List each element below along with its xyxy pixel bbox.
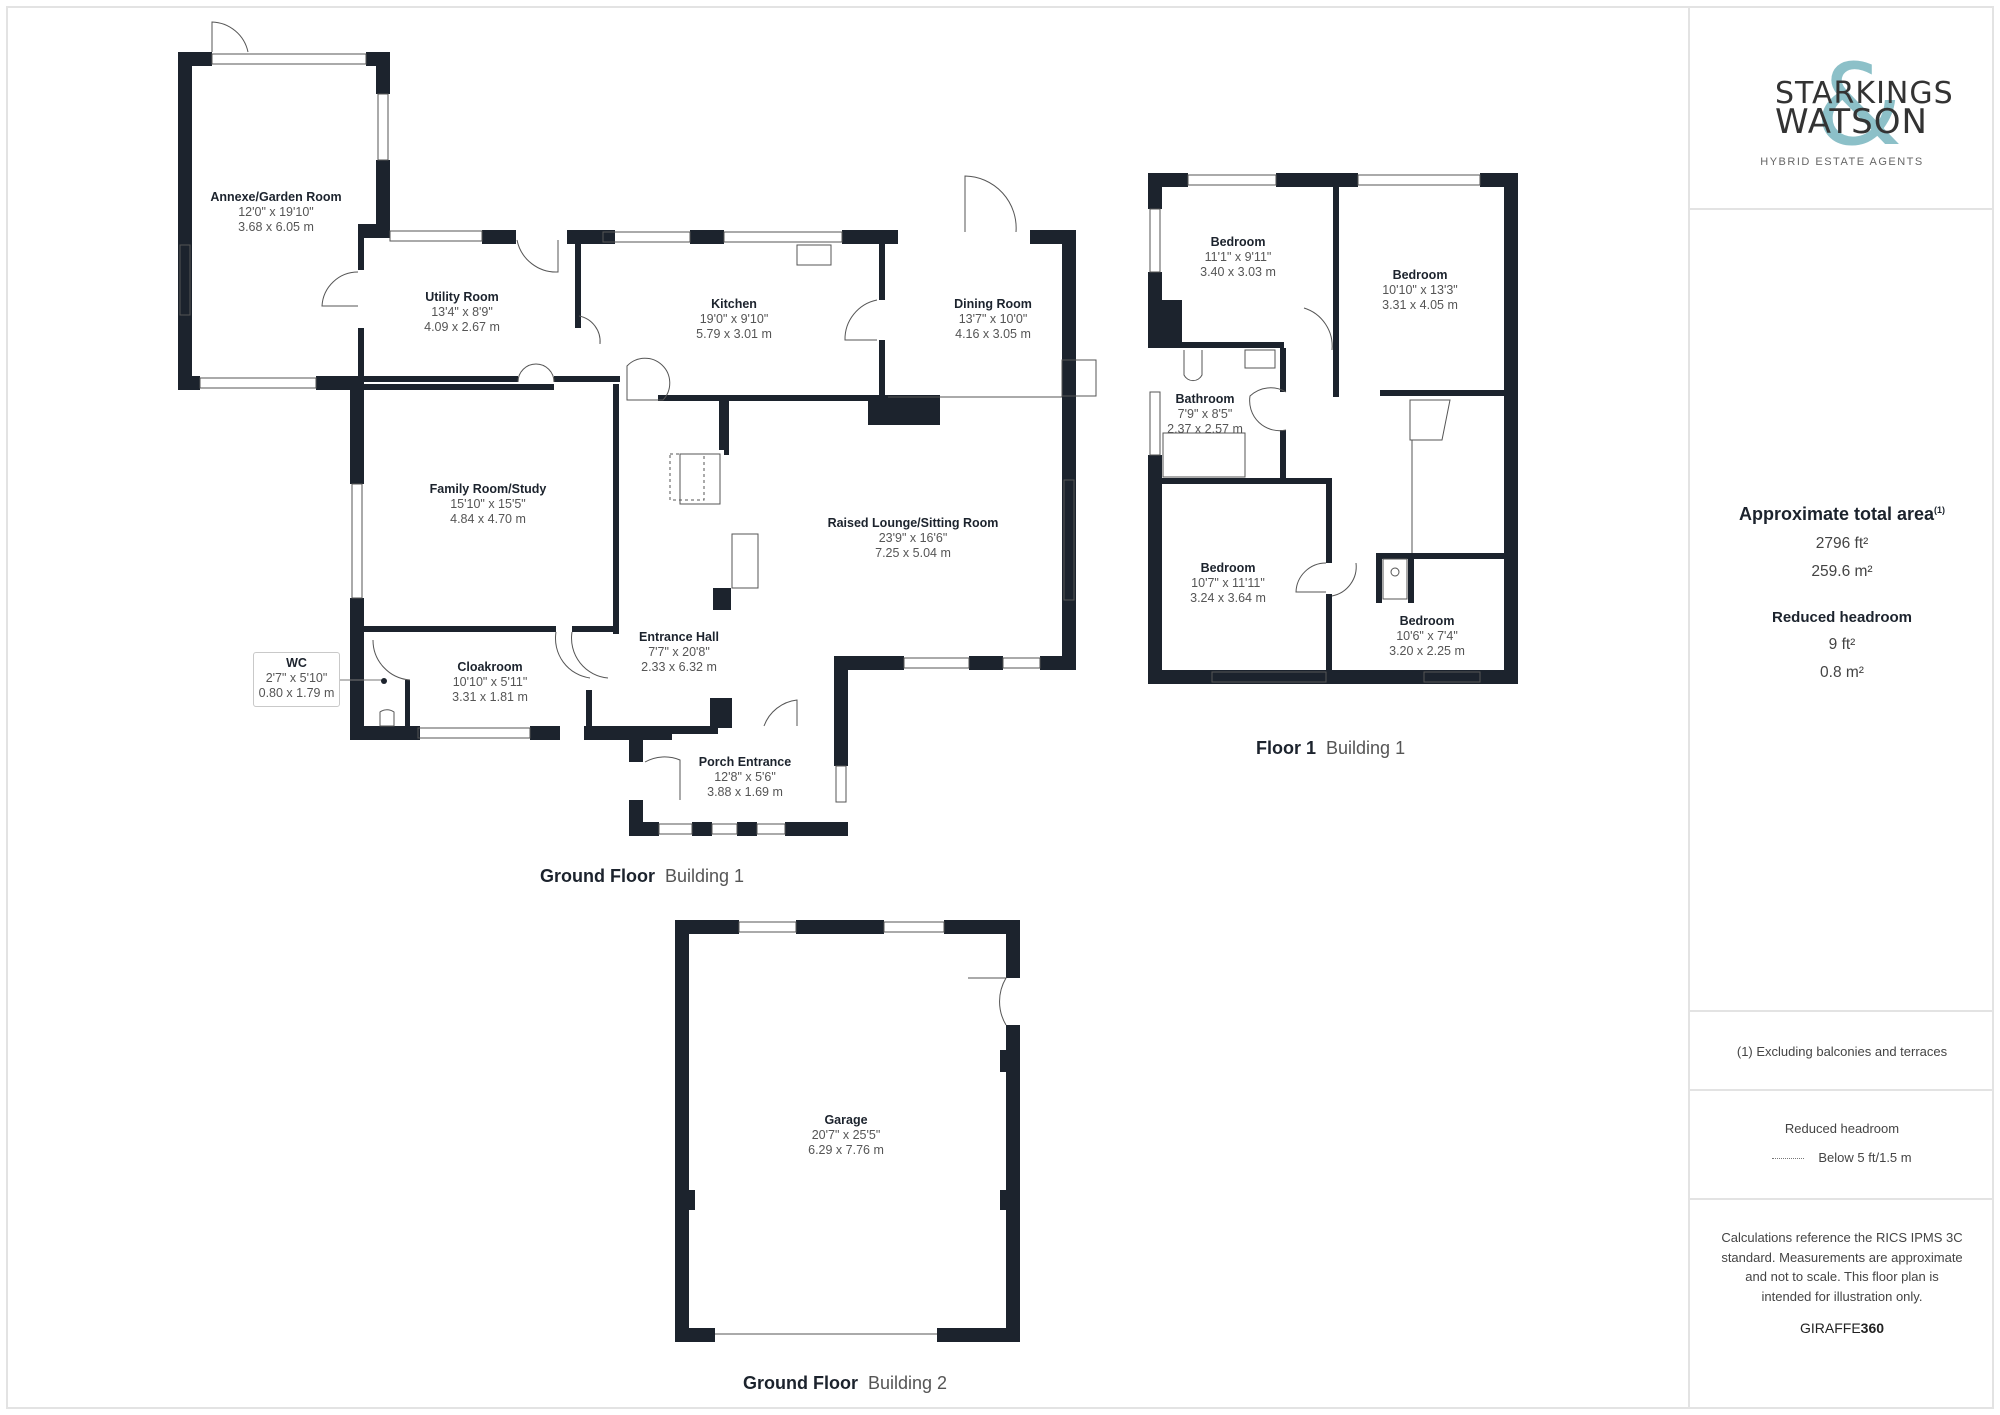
area-sqft: 2796 ft² bbox=[1815, 535, 1869, 552]
area-summary: Approximate total area(1) 2796 ft² 259.6… bbox=[1690, 504, 1994, 682]
room-dining: Dining Room 13'7" x 10'0" 4.16 x 3.05 m bbox=[954, 297, 1032, 341]
logo-ampersand: & bbox=[1815, 41, 1903, 171]
footnote: (1) Excluding balconies and terraces bbox=[1736, 1044, 1948, 1059]
giraffe360-brand: GIRAFFE360 bbox=[1799, 1320, 1885, 1336]
floor-plan-drawing bbox=[178, 21, 1518, 1342]
area-title: Approximate total area(1) bbox=[1738, 504, 1946, 524]
room-bedroom-3: Bedroom 10'7" x 11'11" 3.24 x 3.64 m bbox=[1190, 561, 1266, 605]
reduced-headroom-sqm: 0.8 m² bbox=[1820, 664, 1864, 681]
walls bbox=[178, 52, 1518, 1342]
logo-tagline: HYBRID ESTATE AGENTS bbox=[1760, 156, 1924, 168]
logo-word-watson: WATSON bbox=[1775, 102, 1928, 142]
windows-and-doors bbox=[179, 21, 1481, 1335]
room-entrance-hall: Entrance Hall 7'7" x 20'8" 2.33 x 6.32 m bbox=[639, 630, 719, 674]
room-cloakroom: Cloakroom 10'10" x 5'11" 3.31 x 1.81 m bbox=[452, 660, 528, 704]
room-wc-callout: WC 2'7" x 5'10" 0.80 x 1.79 m bbox=[253, 652, 340, 707]
dotted-line-icon bbox=[1772, 1158, 1805, 1160]
area-sqm: 259.6 m² bbox=[1811, 563, 1873, 580]
reduced-headroom-title: Reduced headroom bbox=[1771, 609, 1913, 626]
legend-title: Reduced headroom bbox=[1784, 1121, 1900, 1136]
disclaimer-text: Calculations reference the RICS IPMS 3C … bbox=[1721, 1230, 1963, 1304]
room-utility: Utility Room 13'4" x 8'9" 4.09 x 2.67 m bbox=[424, 290, 500, 334]
room-porch-entrance: Porch Entrance 12'8" x 5'6" 3.88 x 1.69 … bbox=[698, 755, 792, 799]
room-bedroom-1: Bedroom 11'1" x 9'11" 3.40 x 3.03 m bbox=[1200, 235, 1276, 279]
room-bathroom: Bathroom 7'9" x 8'5" 2.37 x 2.57 m bbox=[1167, 392, 1243, 436]
divider bbox=[1690, 1089, 1994, 1091]
room-raised-lounge: Raised Lounge/Sitting Room 23'9" x 16'6"… bbox=[827, 516, 999, 560]
divider bbox=[1690, 208, 1994, 210]
legend-item: Below 5 ft/1.5 m bbox=[1690, 1150, 1994, 1165]
reduced-headroom-sqft: 9 ft² bbox=[1828, 636, 1856, 653]
room-kitchen: Kitchen 19'0" x 9'10" 5.79 x 3.01 m bbox=[696, 297, 772, 341]
page-frame bbox=[6, 6, 1994, 1409]
brand-logo: & STARKINGS WATSON HYBRID ESTATE AGENTS bbox=[1690, 46, 1994, 186]
room-annexe-garden-room: Annexe/Garden Room 12'0" x 19'10" 3.68 x… bbox=[210, 190, 342, 234]
info-sidebar: & STARKINGS WATSON HYBRID ESTATE AGENTS … bbox=[1688, 6, 1994, 1409]
room-family-study: Family Room/Study 15'10" x 15'5" 4.84 x … bbox=[429, 482, 547, 526]
room-garage: Garage 20'7" x 25'5" 6.29 x 7.76 m bbox=[808, 1113, 884, 1157]
room-bedroom-4: Bedroom 10'6" x 7'4" 3.20 x 2.25 m bbox=[1389, 614, 1465, 658]
divider bbox=[1690, 1010, 1994, 1012]
divider bbox=[1690, 1198, 1994, 1200]
room-bedroom-2: Bedroom 10'10" x 13'3" 3.31 x 4.05 m bbox=[1382, 268, 1458, 312]
legend: Reduced headroom Below 5 ft/1.5 m bbox=[1690, 1121, 1994, 1165]
logo-word-starkings: STARKINGS bbox=[1775, 76, 1954, 111]
disclaimer-section: Calculations reference the RICS IPMS 3C … bbox=[1690, 1228, 1994, 1336]
